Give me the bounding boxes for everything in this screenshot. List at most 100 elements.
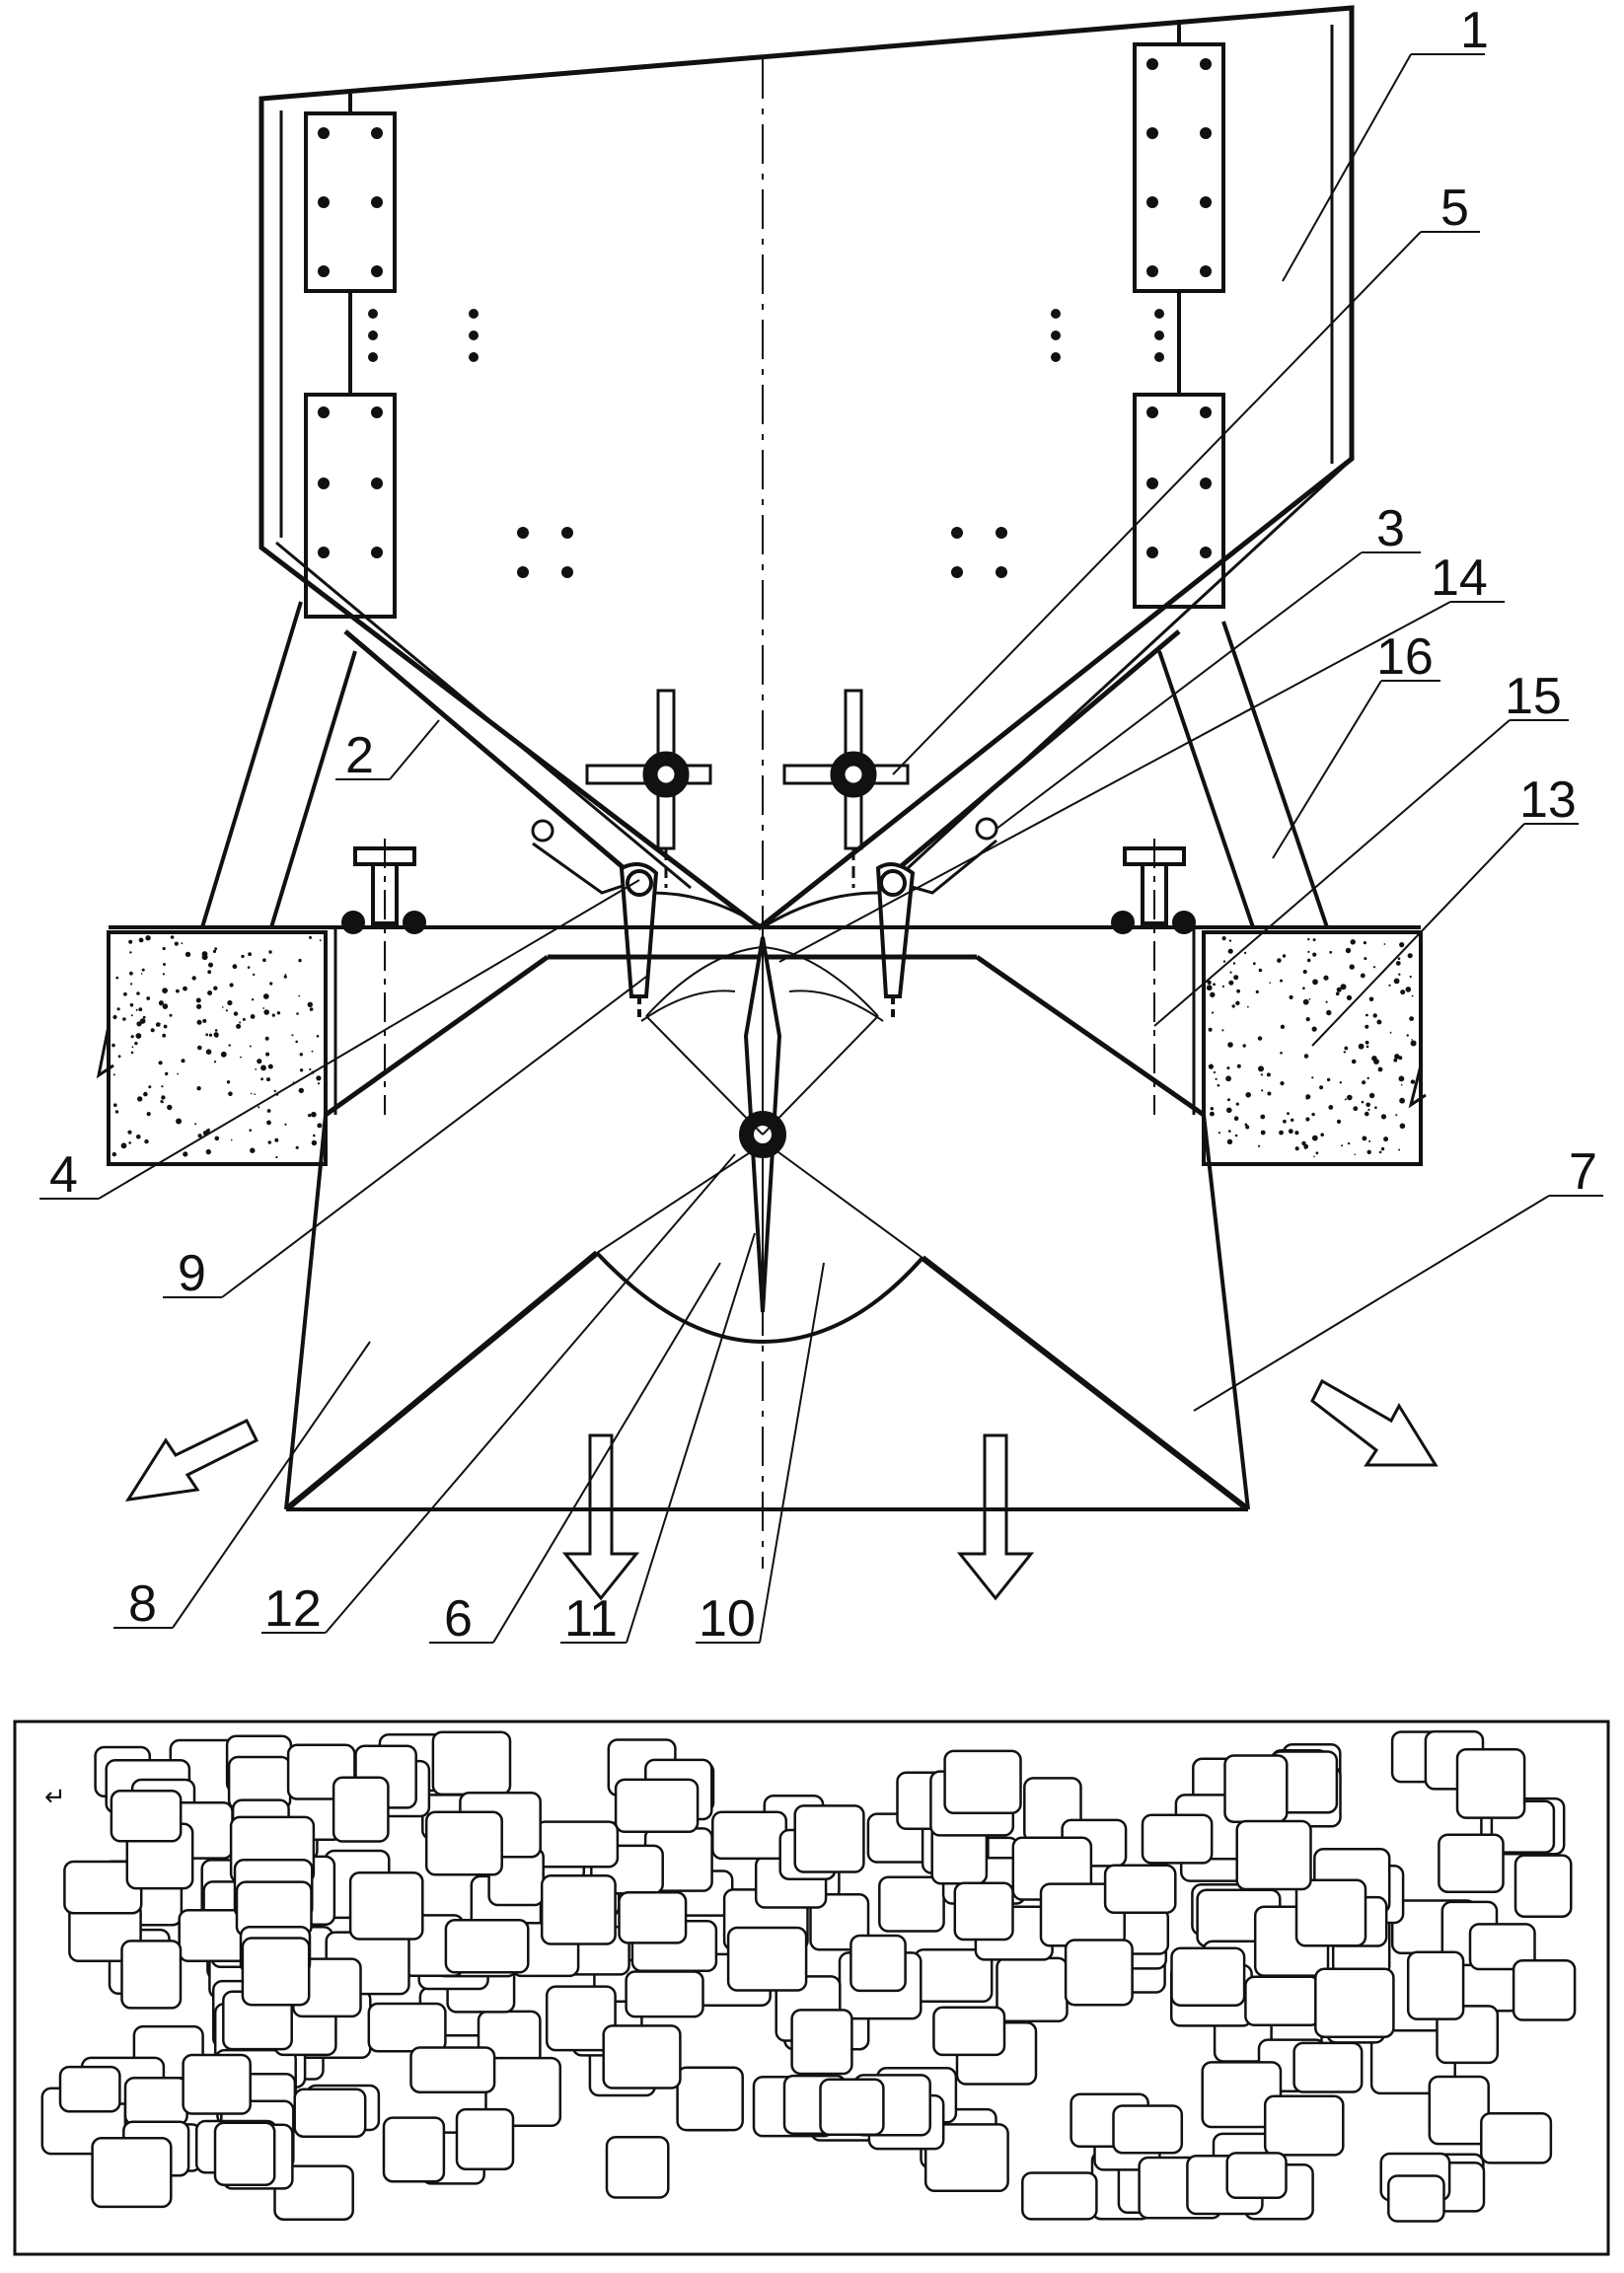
aggregate-speckle xyxy=(1258,1144,1261,1147)
callout-9: 9 xyxy=(178,1245,206,1302)
aggregate-speckle xyxy=(1306,958,1311,963)
callout-2: 2 xyxy=(345,727,374,784)
aggregate-speckle xyxy=(1339,1081,1343,1084)
aggregate-speckle xyxy=(250,1014,256,1019)
aggregate-speckle xyxy=(1261,1089,1264,1092)
hopper-body xyxy=(258,5,1355,931)
aggregate-speckle xyxy=(239,1021,242,1024)
aggregate-speckle xyxy=(120,1142,127,1149)
aggregate-speckle xyxy=(311,1111,317,1118)
aggregate-speckle xyxy=(1312,938,1316,942)
callout-7: 7 xyxy=(1569,1143,1597,1201)
aggregate-speckle xyxy=(134,1041,138,1046)
aggregate-stone xyxy=(711,1810,788,1861)
aggregate-speckle xyxy=(228,1091,233,1097)
aggregate-speckle xyxy=(295,1145,299,1149)
aggregate-speckle xyxy=(1208,1027,1213,1032)
aggregate-speckle xyxy=(128,1141,131,1144)
aggregate-speckle xyxy=(1360,973,1366,979)
clamp-right xyxy=(875,862,916,1021)
aggregate-speckle xyxy=(316,1035,320,1038)
aggregate-speckle xyxy=(111,1151,117,1157)
aggregate-speckle xyxy=(274,1137,279,1142)
bolt-holes xyxy=(318,58,1212,578)
aggregate-speckle xyxy=(202,1018,207,1023)
aggregate-speckle xyxy=(266,1109,271,1113)
aggregate-speckle xyxy=(273,1089,276,1093)
aggregate-speckle xyxy=(1221,985,1224,989)
aggregate-speckle xyxy=(122,1017,126,1021)
aggregate-speckle xyxy=(1245,1092,1251,1098)
aggregate-speckle xyxy=(197,1045,202,1051)
aggregate-speckle xyxy=(1410,1079,1416,1084)
aggregate-stone xyxy=(123,2076,188,2126)
aggregate-speckle xyxy=(1311,1026,1317,1032)
aggregate-speckle xyxy=(1289,994,1293,1000)
aggregate-speckle xyxy=(319,939,322,942)
callout-10: 10 xyxy=(699,1590,756,1648)
aggregate-speckle xyxy=(137,1096,143,1102)
aggregate-speckle xyxy=(1283,1119,1287,1124)
concrete-aggregate-speckles xyxy=(111,935,1417,1159)
aggregate-speckle xyxy=(242,1017,246,1021)
clamp-left xyxy=(619,862,659,1021)
aggregate-stone xyxy=(1428,2075,1490,2146)
aggregate-speckle xyxy=(1207,980,1212,985)
aggregate-speckle xyxy=(169,1013,173,1017)
concrete-block-right xyxy=(1202,930,1427,1166)
aggregate-speckle xyxy=(254,1093,256,1095)
aggregate-speckle xyxy=(170,935,175,939)
concrete-block-left xyxy=(96,930,328,1166)
aggregate-speckle xyxy=(1326,1077,1331,1082)
handwheel-left xyxy=(585,689,712,888)
callout-13: 13 xyxy=(1519,771,1577,829)
aggregate-stone xyxy=(1512,1959,1577,2021)
aggregate-stone xyxy=(213,2121,276,2186)
aggregate-speckle xyxy=(1231,1004,1235,1008)
aggregate-speckle xyxy=(1307,950,1310,954)
aggregate-speckle xyxy=(146,1112,151,1117)
aggregate-speckle xyxy=(1312,952,1317,957)
aggregate-speckle xyxy=(138,1007,143,1012)
aggregate-speckle xyxy=(307,1001,313,1007)
aggregate-speckle xyxy=(1380,1146,1385,1151)
aggregate-speckle xyxy=(1221,1029,1224,1032)
callout-15: 15 xyxy=(1505,668,1562,725)
aggregate-speckle xyxy=(1245,1125,1250,1130)
aggregate-speckle xyxy=(1277,958,1282,963)
aggregate-speckle xyxy=(1409,1016,1414,1021)
aggregate-speckle xyxy=(269,982,273,986)
aggregate-speckle xyxy=(1258,1065,1264,1072)
aggregate-speckle xyxy=(1345,947,1352,954)
aggregate-speckle xyxy=(165,1071,169,1076)
aggregate-speckle xyxy=(316,1075,322,1081)
aggregate-speckle xyxy=(1374,1106,1377,1109)
aggregate-stone xyxy=(58,2065,121,2113)
aggregate-speckle xyxy=(162,973,165,976)
aggregate-speckle xyxy=(1301,1140,1306,1146)
aggregate-stone xyxy=(1438,1833,1505,1893)
aggregate-speckle xyxy=(205,1033,209,1037)
aggregate-speckle xyxy=(1383,943,1386,945)
aggregate-speckle xyxy=(1411,1039,1413,1041)
aggregate-speckle xyxy=(176,989,180,993)
aggregate-speckle xyxy=(214,1029,218,1032)
callout-1: 1 xyxy=(1460,2,1489,59)
callout-14: 14 xyxy=(1431,550,1488,607)
aggregate-speckle xyxy=(1280,1024,1286,1030)
aggregate-speckle xyxy=(130,1035,134,1039)
aggregate-speckle xyxy=(1267,1091,1272,1096)
aggregate-speckle xyxy=(130,983,133,986)
aggregate-speckle xyxy=(135,1033,142,1039)
aggregate-stone xyxy=(618,1891,688,1944)
aggregate-speckle xyxy=(1233,975,1239,981)
aggregate-speckle xyxy=(1323,975,1329,981)
leader-lines xyxy=(39,53,1603,1644)
aggregate-speckle xyxy=(141,968,145,972)
aggregate-speckle xyxy=(1243,951,1247,955)
aggregate-speckle xyxy=(1213,1070,1216,1074)
closure-links xyxy=(650,891,879,929)
aggregate-speckle xyxy=(258,1106,260,1109)
aggregate-speckle xyxy=(1343,1051,1347,1054)
aggregate-stone xyxy=(1468,1923,1536,1971)
